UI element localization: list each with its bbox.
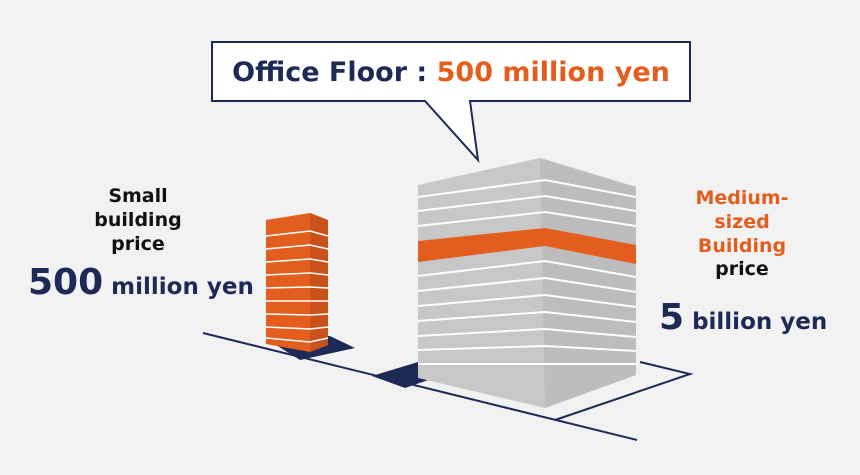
callout-bubble [211,41,691,164]
medium-label-line3: Building [697,234,787,257]
medium-label-line2: sized [714,210,770,233]
callout-text: Office Floor : 500 million yen [213,43,689,101]
small-label-line2: building [94,208,182,231]
small-building-label: Small building price [88,185,188,256]
medium-label-line1: Medium- [695,187,789,209]
medium-price-unit: billion yen [684,309,828,335]
callout-prefix: Office Floor [232,56,408,88]
callout-value: 500 million yen [436,56,670,88]
medium-building-price: 5 billion yen [659,297,827,338]
callout-separator: : [407,56,437,88]
medium-label-line4: price [715,258,769,281]
medium-building [417,158,637,408]
medium-price-number: 5 [659,297,685,338]
small-building [265,213,329,352]
medium-building-label: Medium- sized Building price [672,187,812,282]
small-price-number: 500 [28,262,104,303]
small-label-line1: Small [108,185,168,207]
ground-line [202,332,638,441]
medium-lot-outline [554,361,694,421]
small-label-line3: price [111,232,165,255]
highlighted-office-floor [418,228,636,264]
small-building-price: 500 million yen [28,262,254,303]
small-price-unit: million yen [103,274,254,300]
